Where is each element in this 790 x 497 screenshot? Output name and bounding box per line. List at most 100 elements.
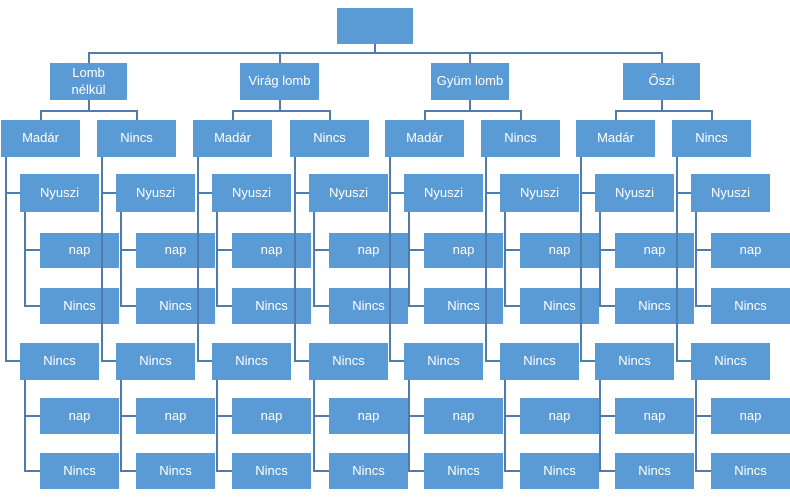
level3-node[interactable]: Nincs [116, 343, 195, 380]
connector-line [197, 157, 199, 362]
level4-node[interactable]: Nincs [329, 288, 408, 324]
level3-node[interactable]: Nincs [309, 343, 388, 380]
level2-node[interactable]: Madár [1, 120, 80, 157]
level1-node[interactable]: Őszi [623, 63, 700, 100]
level4-node[interactable]: nap [329, 398, 408, 434]
connector-line [389, 192, 404, 194]
connector-line [216, 415, 232, 417]
level3-node[interactable]: Nyuszi [20, 174, 99, 212]
level4-node[interactable]: Nincs [232, 453, 311, 489]
level3-node[interactable]: Nyuszi [691, 174, 770, 212]
level1-node[interactable]: Lomb nélkül [50, 63, 127, 100]
level4-node[interactable]: nap [136, 398, 215, 434]
connector-line [599, 380, 601, 472]
level4-node[interactable]: Nincs [615, 453, 694, 489]
level2-node[interactable]: Nincs [97, 120, 176, 157]
level4-node[interactable]: Nincs [136, 288, 215, 324]
connector-line [216, 305, 232, 307]
level3-node[interactable]: Nyuszi [116, 174, 195, 212]
level3-node[interactable]: Nyuszi [500, 174, 579, 212]
level4-node[interactable]: nap [40, 233, 119, 268]
level4-node[interactable]: nap [615, 398, 694, 434]
level4-node[interactable]: nap [520, 233, 599, 268]
level1-node[interactable]: Gyüm lomb [431, 63, 509, 100]
connector-line [313, 249, 329, 251]
level3-node[interactable]: Nincs [500, 343, 579, 380]
connector-line [408, 380, 410, 472]
level3-node[interactable]: Nyuszi [309, 174, 388, 212]
level2-node[interactable]: Madár [576, 120, 655, 157]
connector-line [313, 470, 329, 472]
connector-line [232, 110, 234, 120]
connector-line [469, 52, 471, 63]
level4-node[interactable]: nap [232, 233, 311, 268]
connector-line [599, 415, 615, 417]
connector-line [676, 157, 678, 362]
level4-node[interactable]: nap [615, 233, 694, 268]
level4-node[interactable]: nap [424, 398, 503, 434]
level4-node[interactable]: Nincs [711, 453, 790, 489]
connector-line [120, 380, 122, 472]
level2-node[interactable]: Nincs [672, 120, 751, 157]
level4-node[interactable]: Nincs [136, 453, 215, 489]
level3-node[interactable]: Nincs [404, 343, 483, 380]
connector-line [695, 470, 711, 472]
connector-line [24, 415, 40, 417]
connector-line [313, 415, 329, 417]
connector-line [504, 249, 520, 251]
level4-node[interactable]: nap [711, 398, 790, 434]
level4-node[interactable]: Nincs [424, 288, 503, 324]
level3-node[interactable]: Nincs [20, 343, 99, 380]
level4-node[interactable]: Nincs [520, 288, 599, 324]
level3-node[interactable]: Nincs [691, 343, 770, 380]
level3-node[interactable]: Nincs [595, 343, 674, 380]
level4-node[interactable]: Nincs [232, 288, 311, 324]
connector-line [136, 110, 138, 120]
connector-line [101, 157, 103, 362]
level2-node[interactable]: Nincs [481, 120, 560, 157]
connector-line [599, 249, 615, 251]
connector-line [216, 212, 218, 307]
level4-node[interactable]: Nincs [329, 453, 408, 489]
level1-node[interactable]: Virág lomb [240, 63, 319, 100]
connector-line [216, 249, 232, 251]
connector-line [374, 44, 376, 53]
level4-node[interactable]: nap [424, 233, 503, 268]
connector-line [408, 249, 424, 251]
level4-node[interactable]: nap [711, 233, 790, 268]
connector-line [294, 360, 309, 362]
level4-node[interactable]: Nincs [520, 453, 599, 489]
connector-line [504, 415, 520, 417]
level4-node[interactable]: Nincs [40, 288, 119, 324]
level4-node[interactable]: Nincs [711, 288, 790, 324]
level4-node[interactable]: nap [520, 398, 599, 434]
connector-line [294, 192, 309, 194]
level3-node[interactable]: Nincs [212, 343, 291, 380]
root-node[interactable] [337, 8, 413, 44]
connector-line [5, 192, 20, 194]
level4-node[interactable]: Nincs [40, 453, 119, 489]
level4-node[interactable]: Nincs [424, 453, 503, 489]
level2-node[interactable]: Madár [193, 120, 272, 157]
level2-node[interactable]: Madár [385, 120, 464, 157]
level4-node[interactable]: nap [329, 233, 408, 268]
connector-line [120, 305, 136, 307]
level3-node[interactable]: Nyuszi [595, 174, 674, 212]
level4-node[interactable]: nap [232, 398, 311, 434]
level3-node[interactable]: Nyuszi [404, 174, 483, 212]
connector-line [389, 360, 404, 362]
level3-node[interactable]: Nyuszi [212, 174, 291, 212]
connector-line [408, 212, 410, 307]
connector-line [676, 192, 691, 194]
connector-line [279, 100, 281, 112]
connector-line [469, 100, 471, 112]
connector-line [695, 212, 697, 307]
connector-line [24, 249, 40, 251]
connector-line [676, 360, 691, 362]
connector-line [695, 249, 711, 251]
level4-node[interactable]: nap [136, 233, 215, 268]
connector-line [695, 415, 711, 417]
level4-node[interactable]: nap [40, 398, 119, 434]
level2-node[interactable]: Nincs [290, 120, 369, 157]
level4-node[interactable]: Nincs [615, 288, 694, 324]
